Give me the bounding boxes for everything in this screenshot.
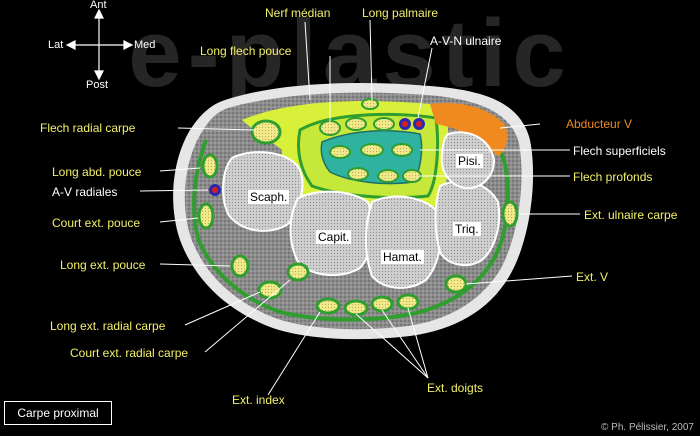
tendon-long-palmaire: [361, 98, 379, 110]
tendon-ext-index: [315, 297, 341, 315]
tendon: [329, 145, 351, 159]
tendon: [345, 117, 367, 131]
ulnar-vessels: [399, 118, 425, 130]
tendon: [360, 143, 384, 157]
label-capitate: Capit.: [316, 230, 352, 244]
credit: © Ph. Pélissier, 2007: [601, 422, 694, 433]
label-avn-ulnaire: A-V-N ulnaire: [430, 34, 502, 48]
leader-lines: [139, 19, 580, 396]
tendon-long-ext-pouce: [230, 254, 250, 278]
tendon: [377, 169, 399, 183]
label-av-radiales: A-V radiales: [52, 185, 118, 199]
label-long-flech-pouce: Long flech pouce: [200, 44, 292, 58]
label-long-palmaire: Long palmaire: [362, 6, 439, 20]
compass-lat: Lat: [48, 39, 64, 51]
label-nerf-median: Nerf médian: [265, 6, 331, 20]
label-court-ext-radial-carpe: Court ext. radial carpe: [70, 346, 189, 360]
tendon-court-ext-pouce: [197, 202, 215, 230]
tendon-ext-ulnaire-carpe: [501, 200, 519, 228]
label-hamate: Hamat.: [381, 250, 424, 264]
label-ext-ulnaire-carpe: Ext. ulnaire carpe: [584, 208, 678, 222]
radial-vessels: [209, 184, 221, 196]
label-ext-v: Ext. V: [576, 270, 609, 284]
label-ext-index: Ext. index: [232, 393, 285, 407]
tendon: [347, 167, 369, 181]
tendon-flech-radial-carpe: [250, 119, 282, 145]
tendon: [319, 120, 341, 136]
tendon-ext-doigts: [396, 293, 420, 311]
label-long-abd-pouce: Long abd. pouce: [52, 165, 142, 179]
label-long-ext-radial-carpe: Long ext. radial carpe: [50, 319, 166, 333]
tendon-court-ext-radial-carpe: [286, 262, 310, 282]
compass-med: Med: [134, 39, 156, 51]
tendon: [391, 143, 413, 157]
label-abducteur-v: Abducteur V: [566, 117, 633, 131]
tendon-long-abd-pouce: [201, 153, 219, 179]
compass-ant: Ant: [90, 0, 107, 11]
label-flech-superficiels: Flech superficiels: [573, 144, 666, 158]
caption-box: Carpe proximal: [4, 401, 112, 425]
bone-hamate: [365, 195, 442, 289]
label-court-ext-pouce: Court ext. pouce: [52, 216, 141, 230]
extensor-tendons: [197, 153, 519, 317]
compass-arrows: [65, 8, 134, 81]
label-flech-radial-carpe: Flech radial carpe: [40, 121, 136, 135]
label-flech-profonds: Flech profonds: [573, 170, 653, 184]
abducteur-v-muscle: [430, 102, 508, 156]
tendon-ext-doigts: [343, 299, 369, 317]
tendon: [373, 117, 395, 131]
flexor-tendons: [319, 117, 422, 183]
label-triquetrum: Triq.: [453, 222, 481, 236]
label-pisiform: Pisi.: [456, 154, 483, 168]
tendon-ext-v: [444, 274, 468, 294]
tendon-ext-doigts: [370, 295, 394, 313]
extensor-sheath: [192, 139, 510, 322]
compass-post: Post: [86, 79, 109, 91]
label-long-ext-pouce: Long ext. pouce: [60, 258, 146, 272]
label-ext-doigts: Ext. doigts: [427, 381, 484, 395]
tendon: [402, 169, 422, 183]
tendon-long-ext-radial-carpe: [257, 280, 283, 300]
label-scaphoid: Scaph.: [248, 190, 290, 204]
